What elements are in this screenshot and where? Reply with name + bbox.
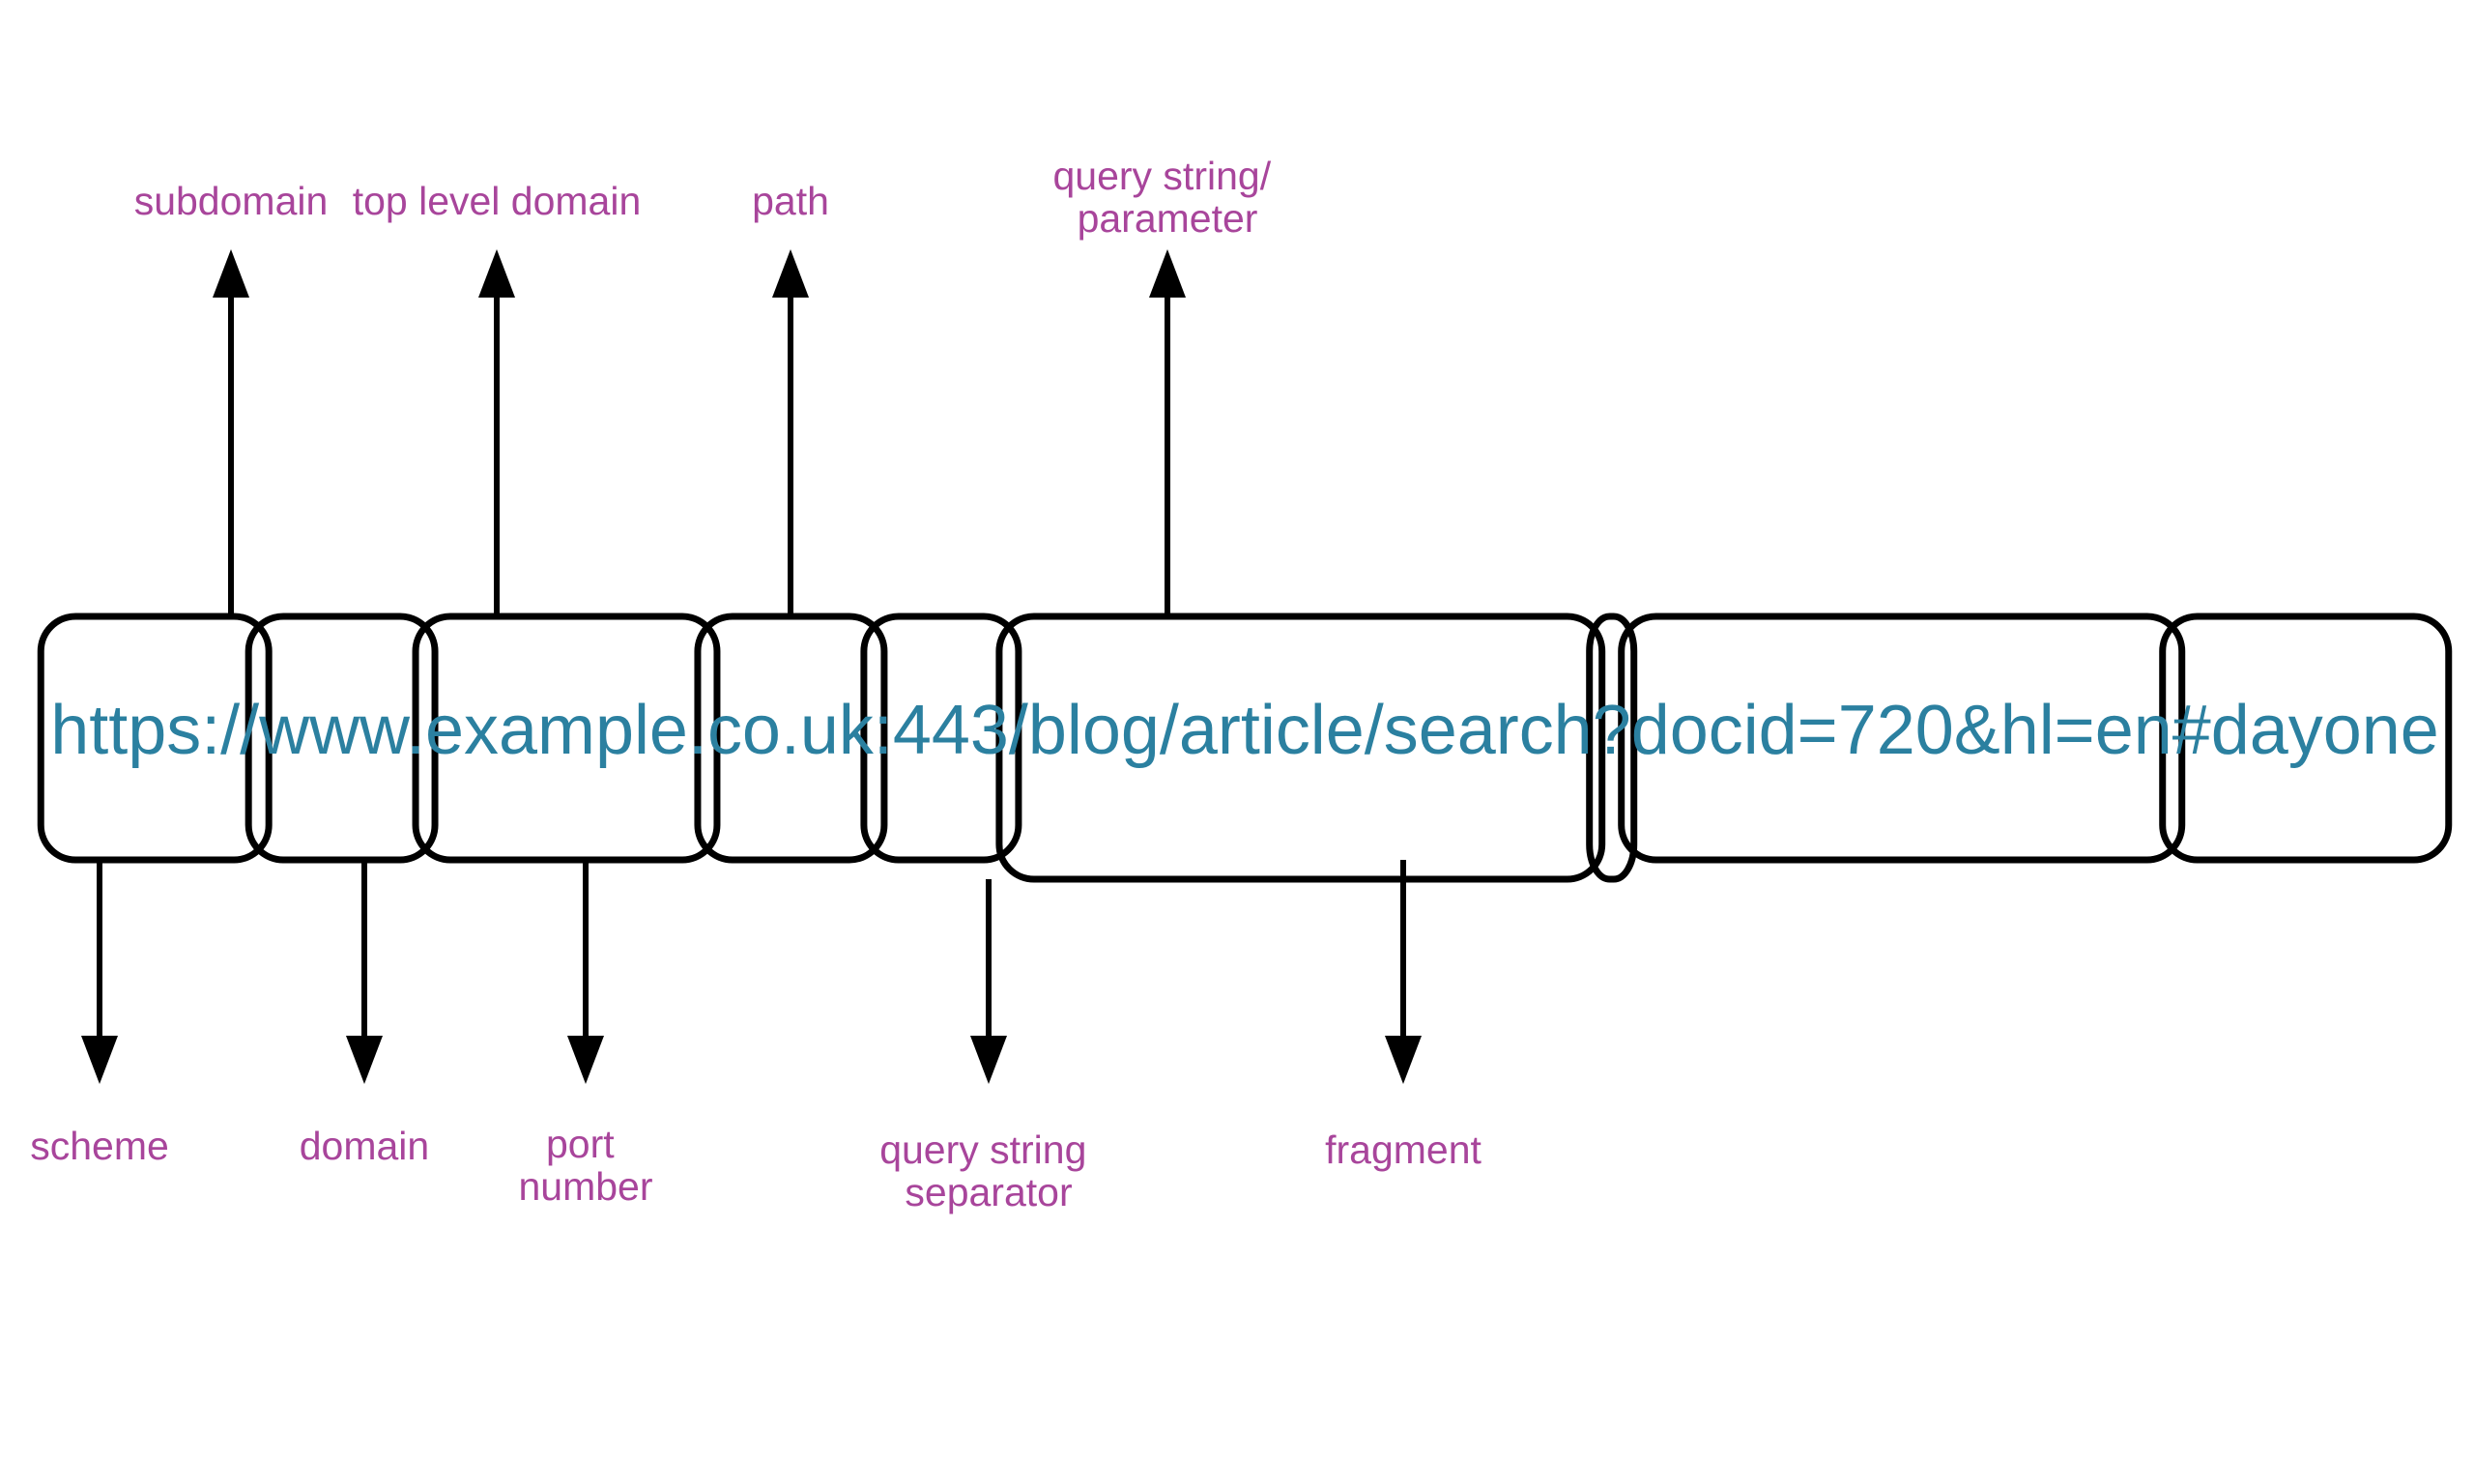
url-part-query_string: docid=720&hl=en [1631, 692, 2172, 769]
label-domain: domain [300, 1124, 429, 1168]
label-port-number: port number [518, 1122, 652, 1209]
box-segment-subdomain[interactable] [245, 613, 439, 864]
arrowhead-fragment [1385, 1036, 1422, 1084]
label-query-string-separator: query string separator [879, 1127, 1098, 1214]
box-segment-domain[interactable] [412, 613, 721, 864]
label-top-level-domain: top level domain [353, 179, 642, 223]
label-query-string-parameter: query string/ parameter [1052, 154, 1281, 241]
box-segment-query-separator[interactable] [1586, 613, 1638, 883]
labels-above: subdomain top level domain path query st… [134, 154, 1281, 241]
arrowhead-subdomain [213, 249, 249, 298]
url-part-tld: co.uk [707, 692, 875, 769]
url-part-domain: example. [425, 692, 707, 769]
url-part-path: /blog/article/search [1009, 692, 1593, 769]
arrowhead-query-separator [970, 1036, 1007, 1084]
label-path: path [752, 179, 829, 223]
arrowhead-scheme [81, 1036, 118, 1084]
url-part-port: :443 [874, 692, 1009, 769]
segment-box-group [37, 613, 2453, 883]
arrowhead-domain [346, 1036, 383, 1084]
arrowhead-query-string [1149, 249, 1186, 298]
box-segment-fragment[interactable] [2159, 613, 2453, 864]
box-segment-path[interactable] [995, 613, 1606, 883]
url-part-subdomain: www. [258, 692, 425, 769]
label-scheme: scheme [30, 1124, 169, 1168]
arrowhead-port [567, 1036, 604, 1084]
box-segment-query-string[interactable] [1618, 613, 2186, 864]
arrowhead-tld [478, 249, 515, 298]
arrowhead-path [772, 249, 809, 298]
url-part-scheme: https:// [50, 692, 259, 769]
box-segment-port[interactable] [860, 613, 1022, 864]
label-subdomain: subdomain [134, 179, 329, 223]
connectors-up [213, 249, 1186, 616]
url-part-query_separator: ? [1593, 692, 1631, 769]
labels-below: scheme domain port number query string s… [30, 1122, 1482, 1214]
url-string: https://www.example.co.uk:443/blog/artic… [50, 692, 2439, 769]
label-fragment: fragment [1325, 1127, 1482, 1172]
connectors-down [81, 860, 1422, 1084]
box-segment-scheme[interactable] [37, 613, 273, 864]
url-part-fragment: #dayone [2172, 692, 2439, 769]
